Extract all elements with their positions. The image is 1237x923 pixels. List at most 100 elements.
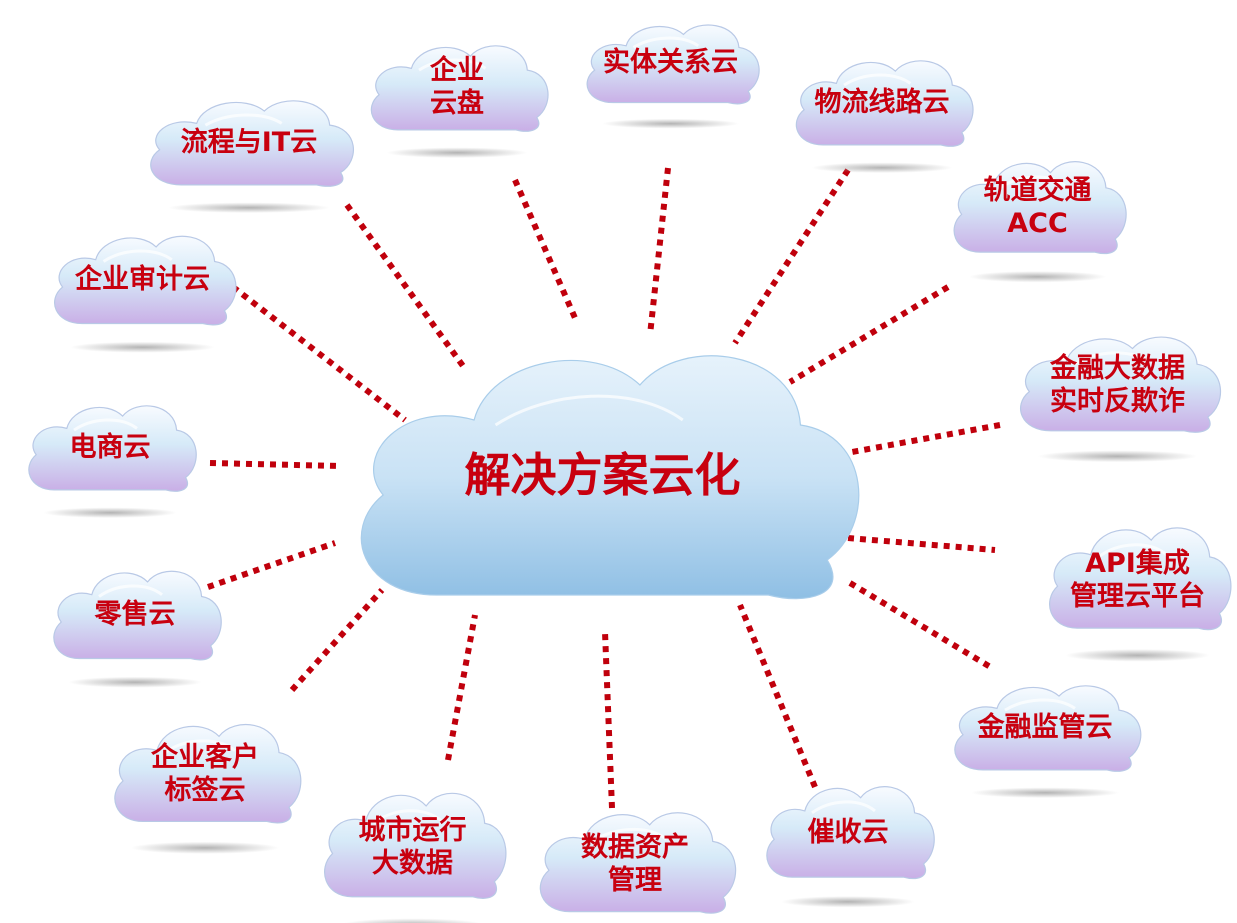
connector-line xyxy=(647,167,671,336)
cloud-label-line: 企业客户 xyxy=(151,742,259,774)
cloud-shape xyxy=(1040,515,1235,662)
cloud-shadow xyxy=(168,202,330,213)
cloud-body xyxy=(954,162,1126,254)
cloud-label-line: 电商云 xyxy=(69,431,151,463)
cloud-label-line: 标签云 xyxy=(164,775,246,806)
cloud-label: 电商云 xyxy=(20,395,200,495)
cloud-shape xyxy=(578,15,763,129)
cloud-body xyxy=(325,793,506,898)
cloud-label: API集成管理云平台 xyxy=(1040,515,1235,640)
center-cloud: 解决方案云化 xyxy=(335,325,870,625)
connector-line xyxy=(209,460,341,469)
cloud-shadow xyxy=(602,118,739,129)
cloud-highlight xyxy=(104,251,172,262)
cloud-shape xyxy=(105,712,305,854)
cloud-body xyxy=(767,787,934,879)
cloud-label: 催收云 xyxy=(758,775,938,885)
connector-line xyxy=(847,535,996,553)
cloud-node-shiti-guanxi: 实体关系云 xyxy=(578,15,763,129)
cloud-label-line: 零售云 xyxy=(94,599,176,631)
cloud-shape xyxy=(140,90,358,213)
connector-line xyxy=(344,203,466,368)
cloud-highlight xyxy=(844,75,911,85)
cloud-node-dianshang: 电商云 xyxy=(20,395,200,518)
cloud-node-qiye-yunpan: 企业云盘 xyxy=(362,35,552,158)
cloud-node-cuishou: 催收云 xyxy=(758,775,938,908)
cloud-shadow xyxy=(386,147,528,158)
cloud-label-line: 流程与IT云 xyxy=(180,126,318,158)
cloud-body xyxy=(115,725,301,823)
cloud-body xyxy=(151,101,354,186)
cloud-highlight xyxy=(634,38,699,47)
cloud-label-line: 实体关系云 xyxy=(603,46,738,78)
cloud-highlight xyxy=(165,741,235,753)
cloud-shape xyxy=(945,675,1145,798)
cloud-highlight xyxy=(205,115,281,125)
cloud-label: 金融监管云 xyxy=(945,675,1145,775)
cloud-label-line: API集成 xyxy=(1085,547,1190,579)
cloud-node-lingshou: 零售云 xyxy=(45,560,225,688)
cloud-label: 金融大数据实时反欺诈 xyxy=(1010,325,1225,440)
cloud-shadow xyxy=(343,918,482,923)
connector-line xyxy=(737,603,818,789)
cloud-body xyxy=(955,686,1141,771)
cloud-shadow xyxy=(1037,450,1198,463)
cloud-body xyxy=(1021,337,1221,432)
cloud-body xyxy=(54,571,221,660)
cloud-node-qiye-shenji: 企业审计云 xyxy=(45,225,240,353)
connector-line xyxy=(848,580,994,671)
cloud-shape xyxy=(315,780,510,923)
cloud-highlight xyxy=(74,420,137,430)
cloud-shape xyxy=(787,50,977,173)
cloud-label-line: 大数据 xyxy=(372,848,453,879)
cloud-highlight xyxy=(1005,700,1075,710)
cloud-label: 流程与IT云 xyxy=(140,90,358,190)
cloud-label: 企业审计云 xyxy=(45,225,240,330)
connector-line xyxy=(512,178,578,320)
cloud-node-shuju-zichan: 数据资产管理 xyxy=(530,800,740,923)
cloud-label-line: 金融监管云 xyxy=(977,711,1113,743)
connector-line xyxy=(851,422,1001,455)
cloud-node-jinrong-jianguan: 金融监管云 xyxy=(945,675,1145,798)
cloud-label: 实体关系云 xyxy=(578,15,763,105)
cloud-shadow xyxy=(969,271,1106,283)
cloud-node-chengshi-yunxing: 城市运行大数据 xyxy=(315,780,510,923)
cloud-shape xyxy=(945,150,1130,283)
cloud-node-api-jicheng: API集成管理云平台 xyxy=(1040,515,1235,662)
cloud-body xyxy=(796,61,973,146)
cloud-highlight xyxy=(1099,545,1167,557)
cloud-shadow xyxy=(1065,649,1210,662)
cloud-shape xyxy=(45,225,240,353)
cloud-label-line: 实时反欺诈 xyxy=(1050,385,1185,417)
cloud-shape xyxy=(758,775,938,908)
cloud-node-jinrong-dashuju: 金融大数据实时反欺诈 xyxy=(1010,325,1225,463)
cloud-label-line: 企业审计云 xyxy=(75,264,210,296)
cloud-shape xyxy=(45,560,225,688)
cloud-label-line: 催收云 xyxy=(807,816,889,848)
cloud-label-line: 物流线路云 xyxy=(814,86,950,118)
cloud-label: 企业客户标签云 xyxy=(105,712,305,832)
cloud-node-qiye-kehu: 企业客户标签云 xyxy=(105,712,305,854)
cloud-highlight xyxy=(99,586,162,597)
cloud-body xyxy=(55,236,236,325)
cloud-label-line: ACC xyxy=(1007,208,1068,239)
cloud-label-line: 金融大数据 xyxy=(1050,352,1185,384)
cloud-shadow xyxy=(781,896,915,908)
cloud-body xyxy=(1050,528,1231,630)
connector-line xyxy=(231,284,407,423)
cloud-label-line: 数据资产 xyxy=(581,831,689,863)
cloud-label: 数据资产管理 xyxy=(530,800,740,923)
cloud-shape xyxy=(530,800,740,923)
cloud-label-line: 管理云平台 xyxy=(1070,580,1205,612)
center-label: 解决方案云化 xyxy=(335,325,870,625)
cloud-shape xyxy=(362,35,552,158)
cloud-label: 城市运行大数据 xyxy=(315,780,510,910)
cloud-highlight xyxy=(593,829,667,841)
cloud-highlight xyxy=(496,396,683,425)
cloud-shape xyxy=(1010,325,1225,463)
cloud-body xyxy=(371,46,548,131)
